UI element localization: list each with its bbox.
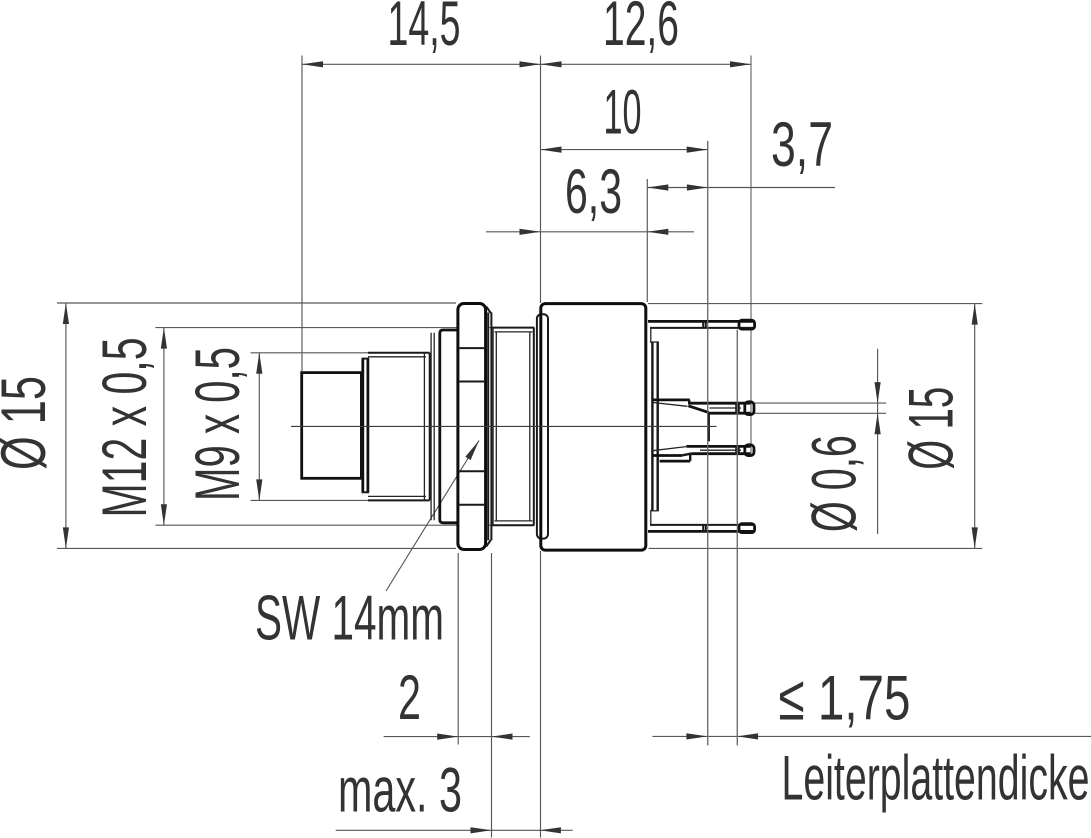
svg-text:Ø 15: Ø 15 xyxy=(0,376,59,470)
svg-text:10: 10 xyxy=(604,77,642,147)
svg-text:M9 x 0,5: M9 x 0,5 xyxy=(183,347,253,501)
svg-text:Leiterplattendicke: Leiterplattendicke xyxy=(782,744,1090,814)
svg-text:2: 2 xyxy=(398,663,421,733)
svg-text:SW 14mm: SW 14mm xyxy=(255,584,444,654)
svg-text:3,7: 3,7 xyxy=(771,110,833,180)
svg-text:14,5: 14,5 xyxy=(388,0,461,59)
svg-text:Ø 0,6: Ø 0,6 xyxy=(800,435,870,532)
svg-text:12,6: 12,6 xyxy=(603,0,679,59)
svg-text:max. 3: max. 3 xyxy=(338,756,462,826)
svg-text:≤ 1,75: ≤ 1,75 xyxy=(779,664,911,734)
svg-text:Ø 15: Ø 15 xyxy=(897,387,967,470)
svg-text:6,3: 6,3 xyxy=(565,157,622,227)
svg-text:M12 x 0,5: M12 x 0,5 xyxy=(90,338,160,518)
